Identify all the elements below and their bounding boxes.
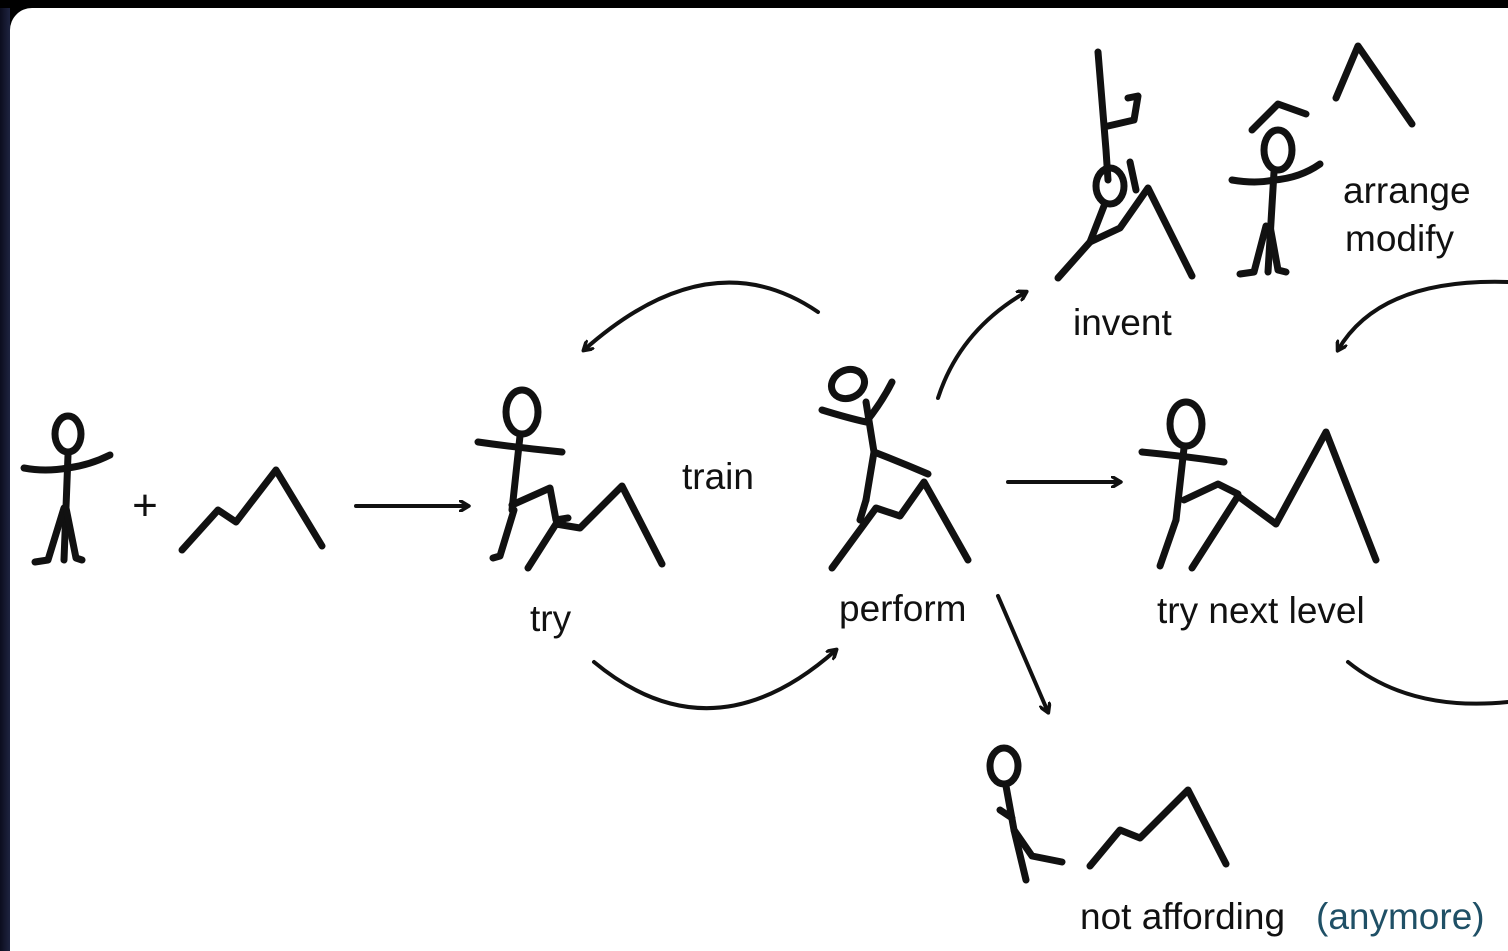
- label-not-affording: not affording: [1080, 896, 1286, 937]
- label-try: try: [530, 598, 572, 639]
- person-standing-icon: [20, 412, 114, 566]
- arrow-train-back: [584, 280, 820, 350]
- diagram-canvas: [10, 8, 1508, 951]
- plus-symbol: +: [132, 481, 158, 530]
- label-arrange: arrange: [1343, 170, 1471, 211]
- label-try-next-level: try next level: [1157, 590, 1365, 631]
- label-train: train: [682, 456, 754, 497]
- person-walking-away-icon: [986, 744, 1230, 884]
- person-performing-icon: [818, 365, 972, 572]
- left-edge: [0, 8, 10, 951]
- arrow-to-invent: [936, 292, 1026, 400]
- label-modify: modify: [1345, 218, 1454, 259]
- arrow-to-not-affording: [996, 594, 1048, 712]
- label-perform: perform: [839, 588, 967, 629]
- arrow-return-to-next-level: [1338, 279, 1508, 350]
- person-inventing-icon: [1054, 48, 1196, 282]
- label-anymore: (anymore): [1316, 896, 1485, 937]
- arrow-next-level-loop: [1346, 660, 1508, 706]
- label-invent: invent: [1073, 302, 1172, 343]
- person-arranging-icon: [1228, 42, 1416, 278]
- mountain-icon: [178, 466, 326, 554]
- person-next-level-icon: [1138, 398, 1380, 572]
- person-trying-climb-icon: [474, 386, 666, 572]
- arrow-try-to-perform: [592, 650, 836, 711]
